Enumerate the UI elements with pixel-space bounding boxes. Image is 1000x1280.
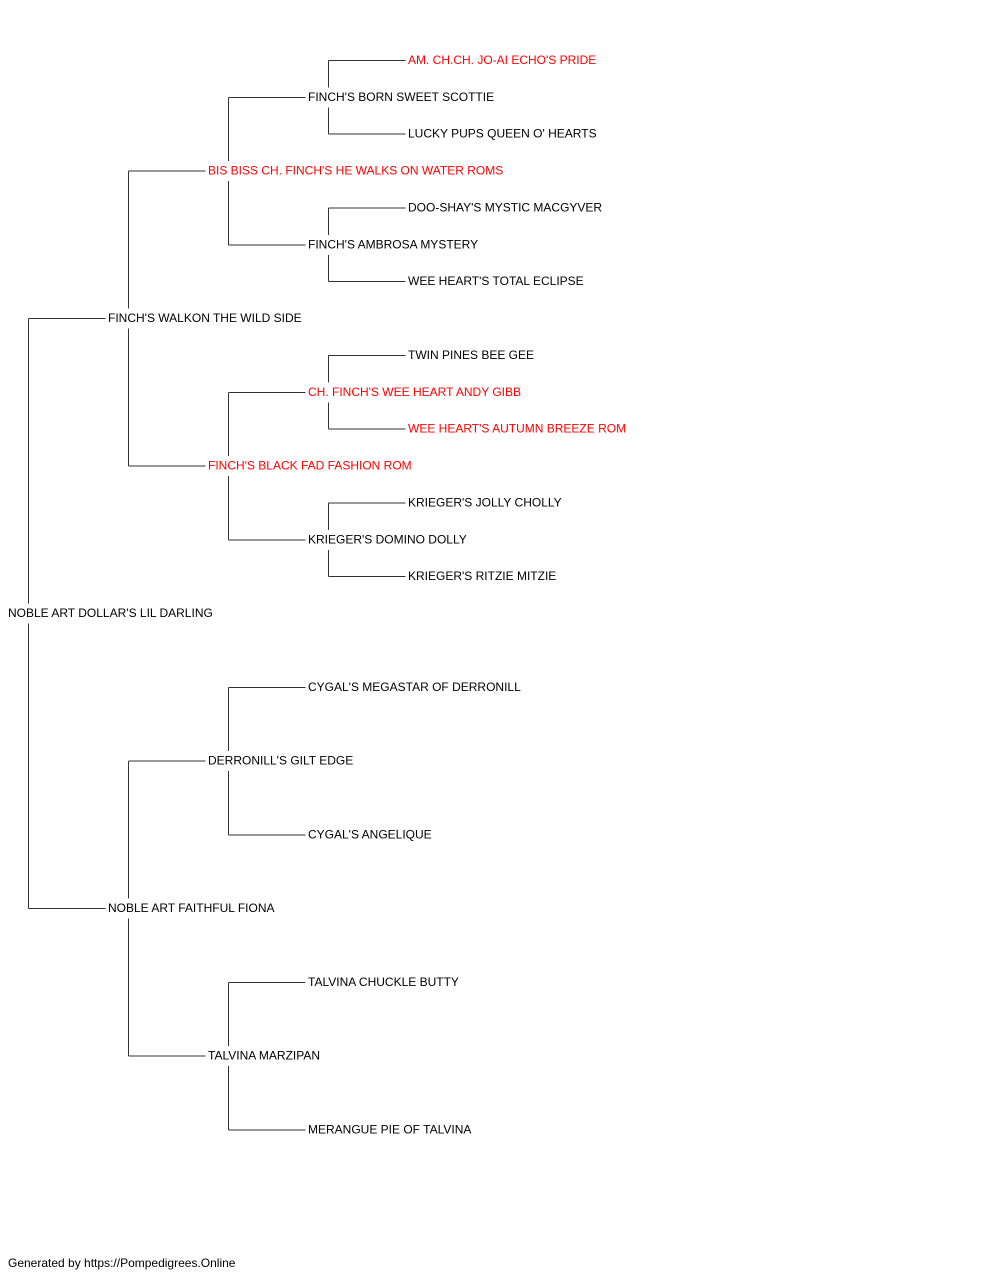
dog-name-gen3[interactable]: FINCH'S BORN SWEET SCOTTIE xyxy=(308,90,494,104)
dog-name-gen1[interactable]: FINCH'S WALKON THE WILD SIDE xyxy=(108,311,302,325)
dog-name-gen2[interactable]: DERRONILL'S GILT EDGE xyxy=(208,754,353,768)
dog-name-gen2[interactable]: BIS BISS CH. FINCH'S HE WALKS ON WATER R… xyxy=(208,164,503,178)
dog-name-gen4[interactable]: LUCKY PUPS QUEEN O' HEARTS xyxy=(408,127,597,141)
dog-name-gen3[interactable]: CYGAL'S MEGASTAR OF DERRONILL xyxy=(308,680,521,694)
dog-name-gen2[interactable]: TALVINA MARZIPAN xyxy=(208,1049,320,1063)
footer-credit: Generated by https://Pompedigrees.Online xyxy=(8,1256,236,1270)
dog-name-gen3[interactable]: CH. FINCH'S WEE HEART ANDY GIBB xyxy=(308,385,521,399)
dog-name-gen1[interactable]: NOBLE ART FAITHFUL FIONA xyxy=(108,901,274,915)
dog-name-gen3[interactable]: TALVINA CHUCKLE BUTTY xyxy=(308,975,459,989)
dog-name-gen3[interactable]: CYGAL'S ANGELIQUE xyxy=(308,827,432,841)
dog-name-gen4[interactable]: WEE HEART'S TOTAL ECLIPSE xyxy=(408,274,584,288)
dog-name-gen4[interactable]: AM. CH.CH. JO-AI ECHO'S PRIDE xyxy=(408,53,596,67)
dog-name-gen2[interactable]: FINCH'S BLACK FAD FASHION ROM xyxy=(208,459,412,473)
dog-name-gen3[interactable]: FINCH'S AMBROSA MYSTERY xyxy=(308,237,478,251)
dog-name-gen3[interactable]: MERANGUE PIE OF TALVINA xyxy=(308,1122,471,1136)
dog-name-gen4[interactable]: WEE HEART'S AUTUMN BREEZE ROM xyxy=(408,422,626,436)
dog-name-gen4[interactable]: TWIN PINES BEE GEE xyxy=(408,348,534,362)
dog-name-gen3[interactable]: KRIEGER'S DOMINO DOLLY xyxy=(308,532,467,546)
dog-name-gen4[interactable]: KRIEGER'S RITZIE MITZIE xyxy=(408,569,556,583)
dog-name-gen4[interactable]: DOO-SHAY'S MYSTIC MACGYVER xyxy=(408,200,602,214)
dog-name-gen4[interactable]: KRIEGER'S JOLLY CHOLLY xyxy=(408,495,562,509)
dog-name-gen0[interactable]: NOBLE ART DOLLAR'S LIL DARLING xyxy=(8,606,213,620)
